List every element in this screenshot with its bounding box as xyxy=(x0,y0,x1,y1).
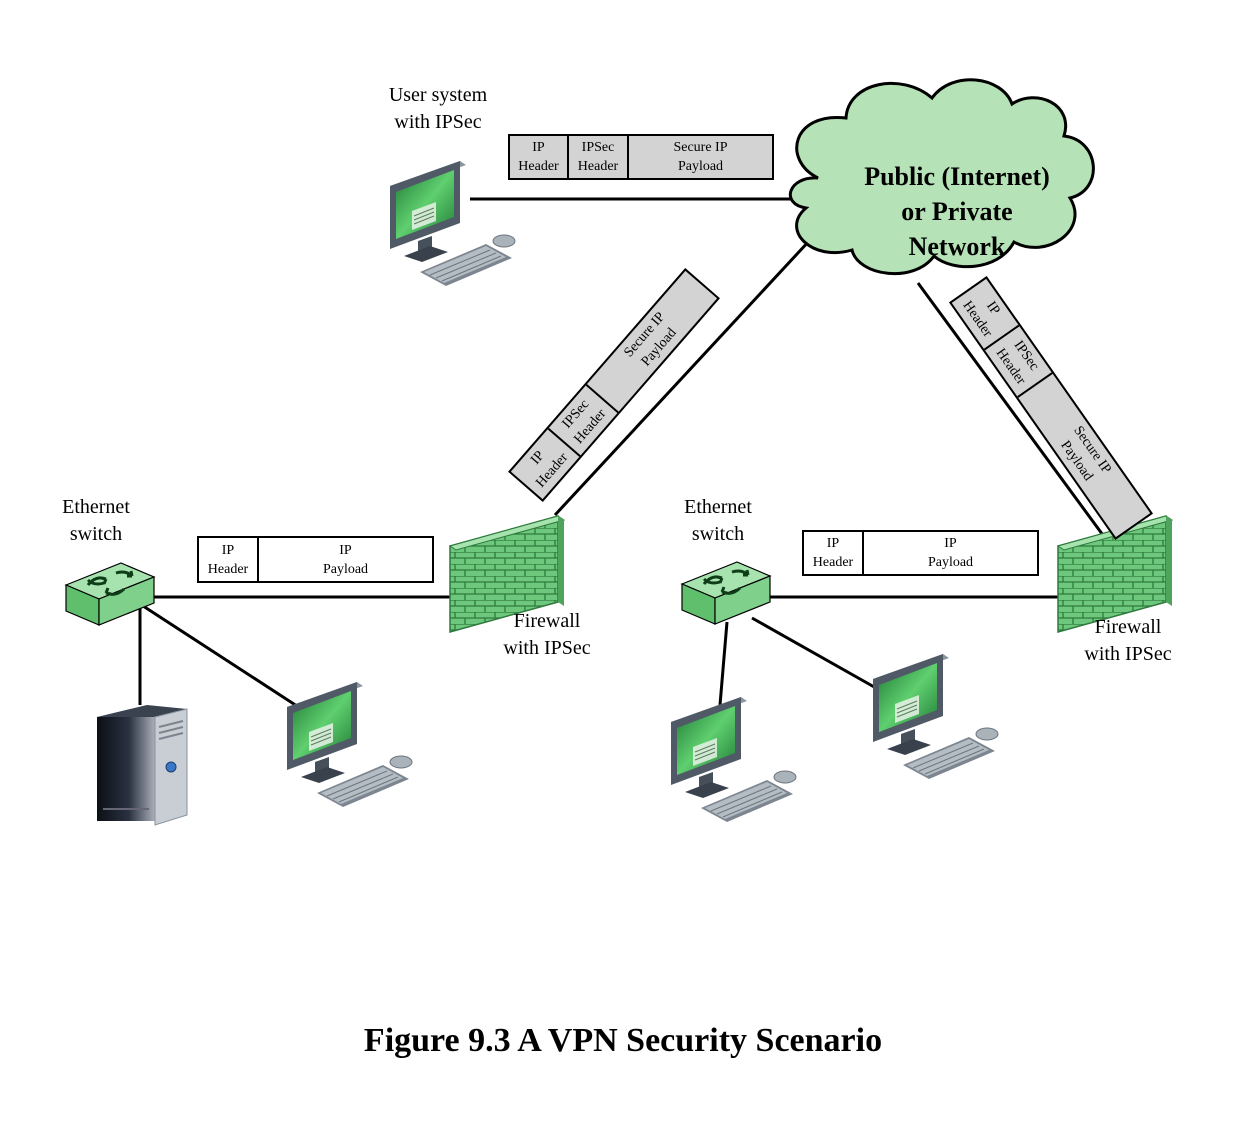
cloud-icon xyxy=(788,78,1095,276)
link-left-switch-to-workstation xyxy=(139,602,301,710)
plain-packet-left: IP Header IP Payload xyxy=(197,536,434,583)
figure-caption: Figure 9.3 A VPN Security Scenario xyxy=(363,1022,883,1059)
monitor-icon xyxy=(286,681,413,808)
monitor-icon xyxy=(670,696,797,823)
packet-field-ip-header: IP Header xyxy=(804,532,864,574)
link-left-firewall-to-cloud xyxy=(553,238,812,517)
link-right-switch-to-workstation-b xyxy=(751,616,877,690)
packet-field-ip-payload: IP Payload xyxy=(927,536,974,570)
packet-field-ipsec-header: IPSec Header xyxy=(569,136,629,178)
user-system-label: User system with IPSec xyxy=(388,84,488,133)
cloud-label: Public (Internet) or Private Network xyxy=(840,159,1074,264)
left-firewall-label: Firewall with IPSec xyxy=(503,610,591,659)
user-system-workstation xyxy=(389,160,516,287)
tower-pc-icon xyxy=(97,705,188,826)
links xyxy=(138,197,1110,710)
monitor-icon xyxy=(389,160,516,287)
packet-field-ip-header: IP Header xyxy=(510,136,569,178)
packet-field-ip-payload: IP Payload xyxy=(322,542,369,577)
packet-field-ip-header: IP Header xyxy=(199,538,259,581)
cloud-label-line1: Public (Internet) xyxy=(864,162,1050,191)
monitor-icon xyxy=(872,653,999,780)
plain-packet-right: IP Header IP Payload xyxy=(802,530,1039,576)
cloud-label-line2: or Private xyxy=(901,197,1013,226)
right-firewall-label: Firewall with IPSec xyxy=(1084,616,1172,665)
right-lan-workstation-a xyxy=(670,696,797,823)
left-switch-label: Ethernet switch xyxy=(62,496,130,545)
link-right-switch-to-workstation-a xyxy=(718,621,729,706)
right-switch-label: Ethernet switch xyxy=(684,496,752,545)
link-right-firewall-to-cloud xyxy=(916,282,1110,543)
right-lan-workstation-b xyxy=(872,653,999,780)
cloud-label-line3: Network xyxy=(908,232,1006,261)
right-switch-icon xyxy=(680,560,772,626)
ipsec-packet-top: IP Header IPSec Header Secure IP Payload xyxy=(508,134,774,180)
left-lan-workstation xyxy=(286,681,413,808)
packet-field-secure-payload: Secure IP Payload xyxy=(673,140,728,174)
